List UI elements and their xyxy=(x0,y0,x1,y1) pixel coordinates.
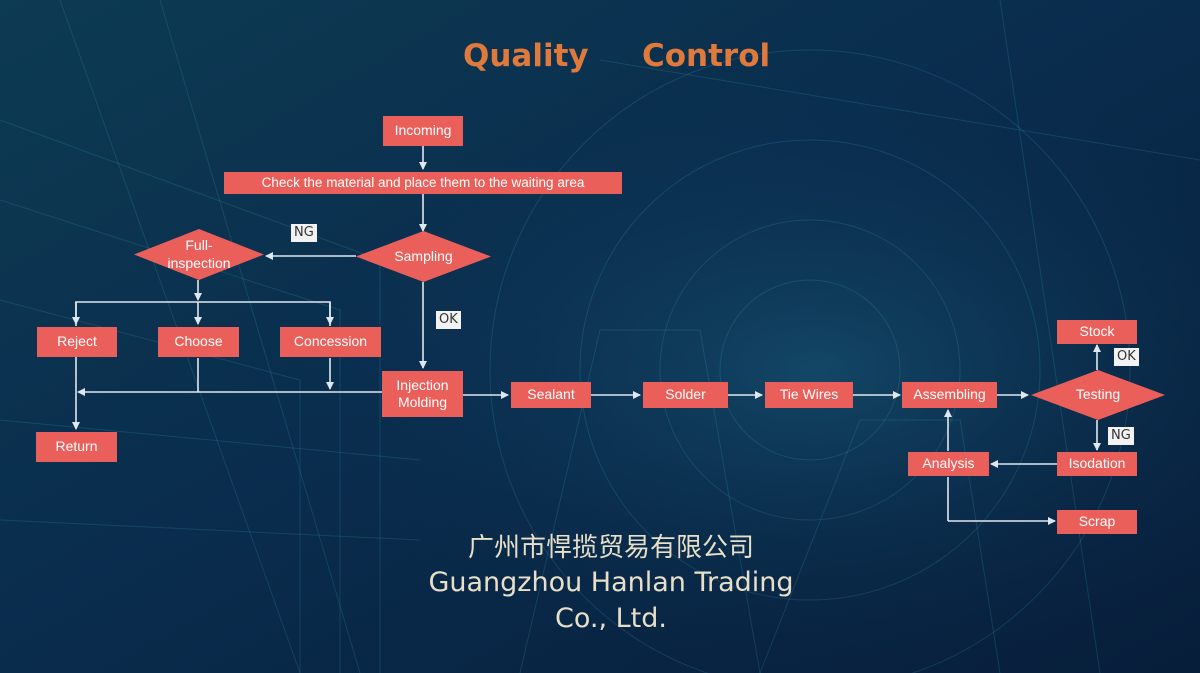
testing-diamond-shape xyxy=(1031,370,1165,420)
tag-ok-testing: OK xyxy=(1114,348,1139,366)
node-sampling: Sampling xyxy=(356,231,491,282)
node-return: Return xyxy=(36,432,117,462)
full-inspection-label-2: inspection xyxy=(167,254,231,271)
node-concession: Concession xyxy=(280,327,381,357)
sampling-label: Sampling xyxy=(394,247,453,264)
node-incoming: Incoming xyxy=(383,116,463,146)
company-name-english-line1: Guangzhou Hanlan Trading xyxy=(428,567,794,598)
title-control: Control xyxy=(642,38,771,74)
full-inspection-label-1: Full- xyxy=(185,237,213,253)
node-tie-wires: Tie Wires xyxy=(765,382,853,408)
node-full-inspection: Full- inspection xyxy=(134,229,264,280)
full-inspection-diamond-shape xyxy=(134,229,264,280)
node-assembling: Assembling xyxy=(902,382,997,408)
testing-label: Testing xyxy=(1075,386,1121,403)
node-analysis: Analysis xyxy=(908,452,989,476)
injection-label-2: Molding xyxy=(397,394,448,410)
company-name-chinese: 广州市悍揽贸易有限公司 xyxy=(467,533,754,563)
node-sealant: Sealant xyxy=(511,382,591,408)
tag-ok-sampling: OK xyxy=(436,311,461,329)
node-testing: Testing xyxy=(1031,370,1165,420)
node-choose: Choose xyxy=(158,327,239,357)
tag-ng-sampling: NG xyxy=(291,224,317,242)
title-quality: Quality xyxy=(463,38,589,74)
sampling-diamond-shape xyxy=(356,231,491,282)
node-solder: Solder xyxy=(643,382,728,408)
tag-ng-testing: NG xyxy=(1108,427,1134,445)
injection-label-1: Injection xyxy=(396,376,449,393)
node-stock: Stock xyxy=(1057,320,1137,344)
node-reject: Reject xyxy=(37,327,117,357)
node-injection-molding: Injection Molding xyxy=(382,371,463,417)
node-isodation: Isodation xyxy=(1057,452,1137,476)
company-name-english-line2: Co., Ltd. xyxy=(555,603,667,634)
node-check-material: Check the material and place them to the… xyxy=(224,172,622,194)
node-scrap: Scrap xyxy=(1057,510,1137,534)
